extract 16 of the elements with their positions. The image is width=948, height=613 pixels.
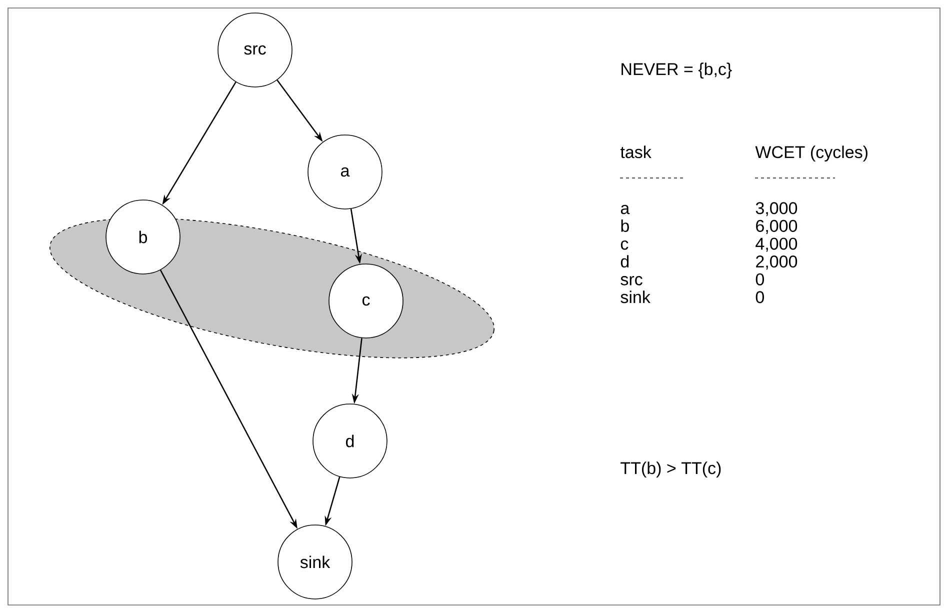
table-cell: 0 (756, 291, 764, 304)
constraint-text: TT(b) > TT(c) (620, 462, 721, 478)
table-cell: src (620, 276, 642, 286)
table-cell: a (620, 204, 630, 214)
table-cell: c (620, 240, 628, 250)
table-cell: d (620, 255, 629, 268)
table-cell: sink (620, 290, 650, 304)
table-header: task (620, 146, 652, 158)
table-cell: b (621, 219, 629, 232)
table-cell: 4,000 (756, 238, 798, 252)
table-cell: 0 (756, 273, 764, 286)
table-cell: 6,000 (756, 220, 798, 234)
set-definition: NEVER = {b,c} (622, 62, 732, 79)
table-cell: 3,000 (756, 202, 798, 216)
table-cell: 2,000 (756, 256, 798, 270)
table-header: WCET (cycles) (755, 146, 868, 162)
